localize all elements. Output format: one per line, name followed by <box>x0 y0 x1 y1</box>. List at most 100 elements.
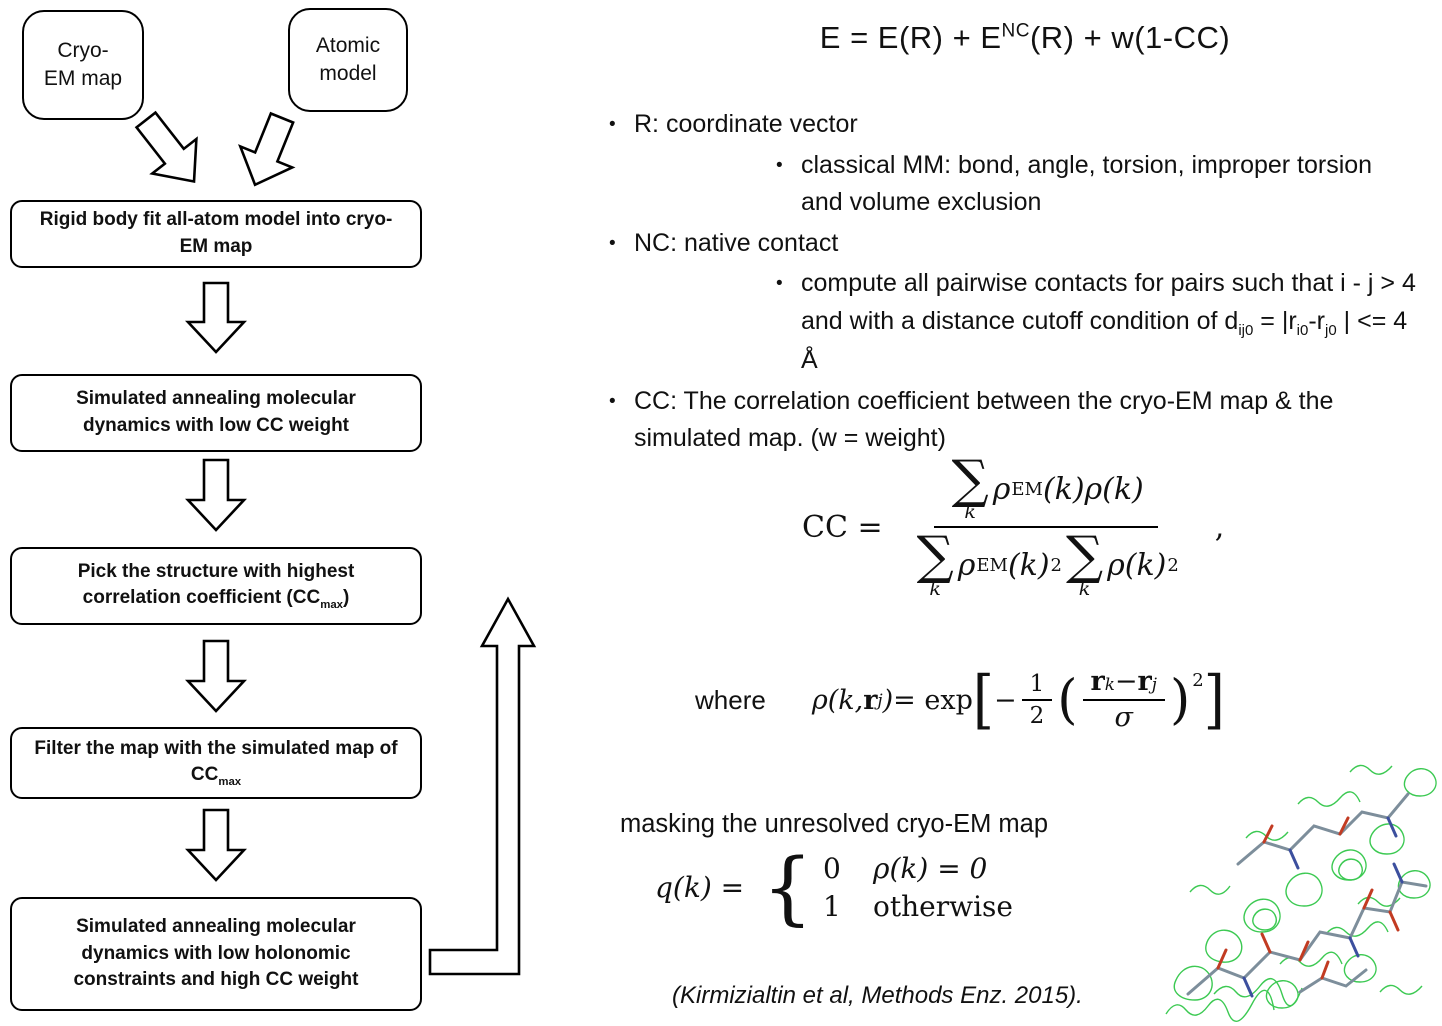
step-pick-ccmax-label: Pick the structure with highest correlat… <box>62 559 370 614</box>
equation-comma: , <box>1214 509 1225 545</box>
step-sa-low-cc-label: Simulated annealing molecular dynamics w… <box>76 388 356 436</box>
case-condition: otherwise <box>873 890 1013 923</box>
bullet-nc-label: NC: native contact <box>634 228 839 257</box>
pairwise-text: = |r <box>1253 306 1297 335</box>
bullet-list: • R: coordinate vector • classical MM: bon… <box>603 106 1442 461</box>
bullet-cc-label: CC: The correlation coefficient between … <box>634 386 1334 453</box>
close-paren-icon: ) <box>1169 669 1191 731</box>
case-condition: ρ(k) = 0 <box>873 852 988 885</box>
case-value: 1 <box>823 890 841 923</box>
arrow-cryo-em-input-icon <box>134 110 198 184</box>
down-arrow-3-icon <box>185 639 247 713</box>
squared-superscript: 2 <box>1050 555 1062 577</box>
step-sa-high-cc: Simulated annealing molecular dynamics w… <box>10 897 422 1011</box>
masking-label: masking the unresolved cryo-EM map <box>620 810 1049 838</box>
step-rigid-body-fit-label: Rigid body fit all-atom model into cryo-… <box>39 209 393 257</box>
step-filter-map: Filter the map with the simulated map of… <box>10 727 422 799</box>
arrow-atomic-model-input-icon <box>238 111 296 187</box>
rho-lhs-close: ) <box>882 684 894 716</box>
sigma-symbol: ∑ <box>916 526 954 587</box>
input-box-atomic-model: Atomic model <box>288 8 408 112</box>
bullet-dot-icon: • <box>776 273 783 294</box>
squared-superscript: 2 <box>1192 669 1204 691</box>
step-rigid-body-fit: Rigid body fit all-atom model into cryo-… <box>10 200 422 268</box>
density-mesh <box>1165 764 1437 1022</box>
sum-operator-icon: ∑k <box>1065 526 1104 600</box>
cc-equation-lhs: CC = <box>802 509 883 545</box>
ccmax-subscript: max <box>320 599 344 612</box>
stick-backbone <box>1186 792 1428 996</box>
step-pick-ccmax-text: Pick the structure with highest correlat… <box>77 560 355 609</box>
q-equation-lhs: q(k) = <box>655 871 745 904</box>
sigma-symbol: ∑ <box>1065 526 1104 587</box>
sigma-symbol: ∑ <box>951 450 989 510</box>
sigma-index: k <box>964 501 976 524</box>
sigma-index: k <box>1078 577 1091 600</box>
bullet-pairwise-contacts: • compute all pairwise contacts for pairs… <box>770 265 1425 380</box>
r-vector-subscript: j <box>877 690 883 711</box>
input-box-cryo-em-map: Cryo- EM map <box>22 10 144 120</box>
rho-symbol: ρ <box>992 471 1011 507</box>
bullet-dot-icon: • <box>776 154 783 176</box>
citation: (Kirmizialtin et al, Methods Enz. 2015). <box>672 982 1083 1009</box>
feedback-arrow-icon <box>428 596 537 976</box>
rho-symbol: ρ <box>957 548 976 584</box>
minus-sign: − <box>1114 666 1138 697</box>
curly-brace-icon: { <box>762 840 814 934</box>
down-arrow-2-icon <box>185 458 247 532</box>
case-value: 0 <box>823 852 841 885</box>
bullet-r-label: R: coordinate vector <box>634 110 858 138</box>
bullet-dot-icon: • <box>609 390 616 412</box>
energy-equation-part2: (R) + w(1-CC) <box>1029 20 1231 55</box>
open-bracket-icon: [ <box>972 662 994 737</box>
ri0-subscript: i0 <box>1296 321 1309 339</box>
denominator-term: ρ(k) <box>1107 548 1167 584</box>
step-filter-map-label: Filter the map with the simulated map of… <box>32 736 400 791</box>
equals-exp: = exp <box>893 684 973 716</box>
down-arrow-4-icon <box>185 808 247 882</box>
molecule-image <box>1165 764 1437 1022</box>
em-superscript: EM <box>1011 478 1043 500</box>
bullet-pairwise-contacts-label: compute all pairwise contacts for pairs … <box>801 269 1416 374</box>
rho-lhs: ρ(k, <box>811 684 864 716</box>
step-pick-ccmax: Pick the structure with highest correlat… <box>10 547 422 625</box>
atomic-model-label: Atomic model <box>315 33 381 85</box>
r-vector: r <box>1137 666 1152 697</box>
bullet-dot-icon: • <box>609 114 616 135</box>
squared-superscript: 2 <box>1167 555 1179 577</box>
r-vector: r <box>863 684 878 716</box>
pairwise-text-end: | <= 4 Å <box>801 306 1408 375</box>
q-equation-cases: 0 ρ(k) = 0 1 otherwise <box>823 852 1013 923</box>
r-vector: r <box>1090 666 1105 697</box>
minus-sign: − <box>993 684 1017 716</box>
ccmax-subscript: max <box>218 776 242 789</box>
em-superscript: EM <box>976 555 1008 577</box>
q-case-row: 1 otherwise <box>823 890 1013 923</box>
step-pick-ccmax-text-end: ) <box>343 587 350 609</box>
fraction-numerator: 1 <box>1021 672 1053 702</box>
step-sa-low-cc: Simulated annealing molecular dynamics w… <box>10 374 422 452</box>
energy-equation-part1: E = E(R) + E <box>819 20 1002 55</box>
dij0-subscript: ij0 <box>1238 321 1254 339</box>
open-paren-icon: ( <box>1057 669 1078 731</box>
q-case-row: 0 ρ(k) = 0 <box>823 852 1013 885</box>
bullet-classical-mm: • classical MM: bond, angle, torsion, imp… <box>770 147 1390 222</box>
numerator-terms: (k)ρ(k) <box>1042 471 1144 507</box>
sum-operator-icon: ∑k <box>916 526 954 600</box>
nitrogen-bonds <box>1242 816 1404 998</box>
bullet-dot-icon: • <box>609 232 616 254</box>
step-filter-map-text: Filter the map with the simulated map of… <box>34 737 398 786</box>
sum-operator-icon: ∑k <box>951 450 989 524</box>
bullet-classical-mm-label: classical MM: bond, angle, torsion, impr… <box>801 150 1373 217</box>
sigma-denominator: σ <box>1114 702 1133 734</box>
fraction-denominator: 2 <box>1029 703 1045 730</box>
sigma-index: k <box>929 577 941 600</box>
